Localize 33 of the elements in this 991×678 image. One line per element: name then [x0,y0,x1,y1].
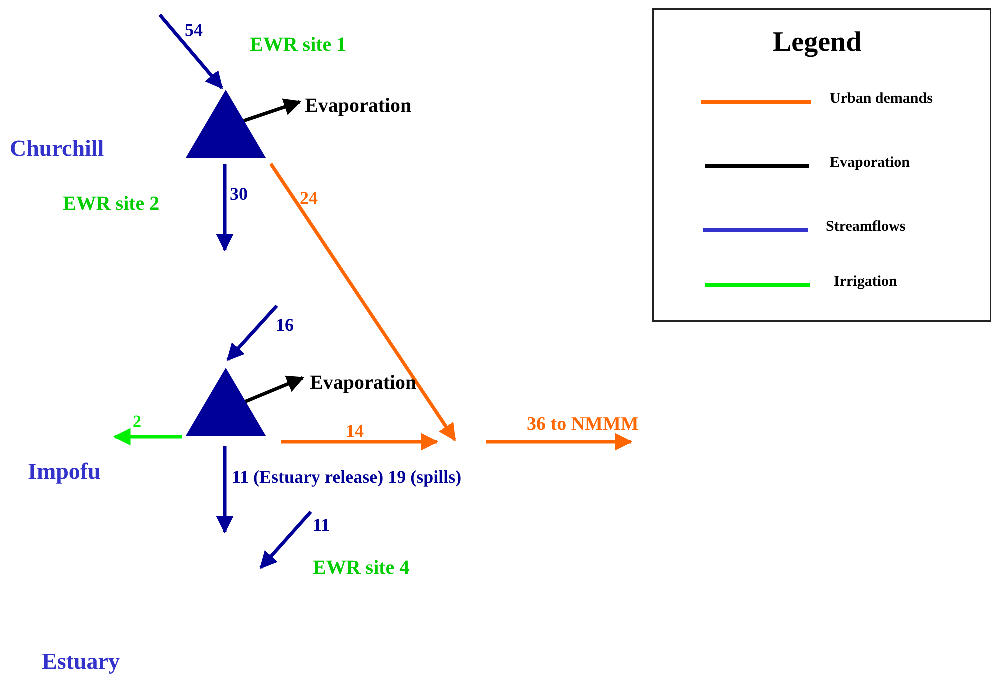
flow-value: 16 [276,316,294,334]
evaporation-target: Evaporation [310,372,450,396]
site-name: Estuary [42,650,120,673]
legend-label: Irrigation [834,275,898,290]
legend-label: Urban demands [830,92,933,107]
site-name: EWR site 4 [313,558,410,578]
reservoir-name: Churchill [10,137,104,160]
flow-arrow [113,428,182,446]
flow-value: 36 to NMMM [527,415,639,434]
flow-arrow [216,446,234,534]
flow-arrow [158,14,224,90]
flow-arrow [243,98,302,123]
legend-label: Streamflows [826,220,906,235]
flow-arrow [216,164,234,252]
flow-value: 11 (Estuary release) 19 (spills) [232,468,462,486]
legend-label: Evaporation [830,156,910,171]
site-name: EWR site 1 [250,35,347,55]
flow-value: 24 [300,189,318,207]
flow-value: 14 [346,422,364,440]
flow-value: 2 [133,413,142,430]
flow-arrow [270,163,456,442]
evaporation-target: Evaporation [305,95,445,119]
reservoir-name: Impofu [28,460,101,483]
reservoir-triangle [186,368,266,436]
legend-title: Legend [773,29,862,57]
flow-value: 30 [230,185,248,203]
flow-arrow [281,433,439,451]
flow-value: 54 [185,21,203,39]
flow-arrow [244,376,305,404]
flow-value: 11 [313,516,330,534]
flow-arrow [226,304,278,362]
reservoir-triangle [186,90,266,158]
site-name: EWR site 2 [63,194,160,214]
